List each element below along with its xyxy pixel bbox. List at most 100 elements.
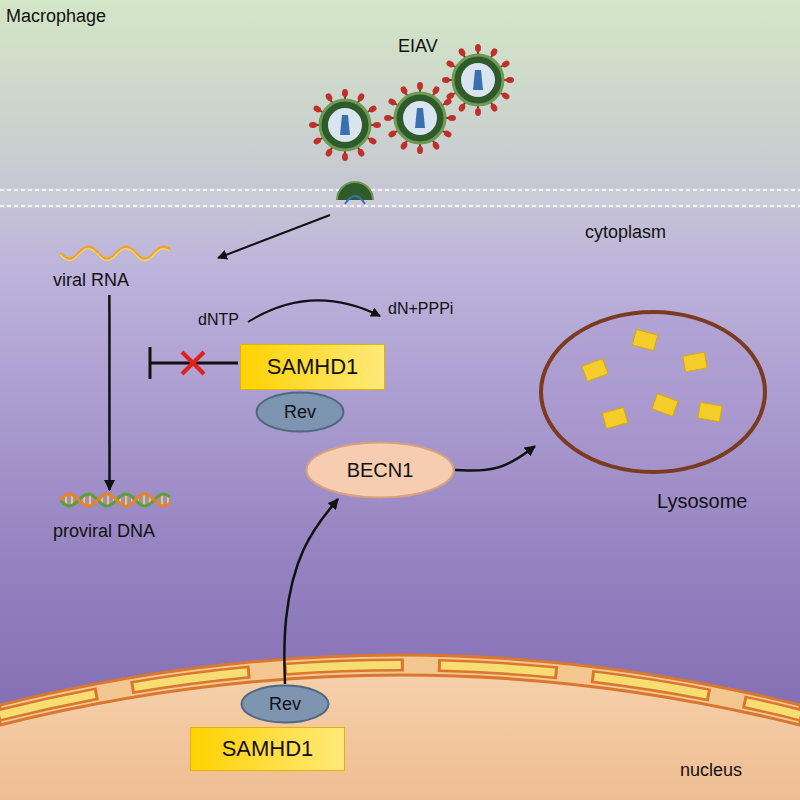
becn1-protein: BECN1	[305, 441, 455, 499]
rev-protein-text: Rev	[284, 402, 316, 423]
spike-head	[324, 92, 333, 102]
spike-head	[506, 77, 514, 83]
base-pair	[143, 494, 145, 506]
samhd1-box-text: SAMHD1	[222, 736, 314, 761]
rev-protein-text: Rev	[269, 694, 301, 715]
virus-envelope	[395, 93, 445, 143]
spike-head	[368, 104, 378, 113]
virus-core	[403, 101, 437, 135]
spike-head	[399, 85, 408, 95]
dna-strand	[60, 494, 170, 506]
virus-core	[328, 108, 362, 142]
spike-head	[387, 97, 397, 106]
proviral-dna-text: proviral DNA	[53, 521, 155, 542]
plasma-membrane	[0, 188, 800, 208]
spike-head	[443, 129, 453, 138]
substrate-label: dNTP	[198, 311, 239, 329]
lysosome-text: Lysosome	[657, 490, 747, 513]
rev-protein-outline	[257, 393, 344, 432]
proviral-dna: proviral DNA	[45, 490, 195, 546]
spike-head	[324, 148, 333, 158]
spike-head	[445, 91, 455, 100]
spike-head	[417, 146, 423, 154]
base-pair	[125, 494, 127, 506]
hydrolysis-arrow	[248, 300, 380, 322]
cell-type-label: Macrophage	[6, 6, 106, 27]
envelope-segment	[0, 665, 800, 715]
degraded-samhd1	[652, 394, 678, 417]
spike-head	[373, 122, 381, 128]
becn1-protein-text: BECN1	[347, 459, 414, 482]
pathway-arrow	[455, 446, 535, 470]
compartment-label: cytoplasm	[585, 222, 666, 243]
rna-highlight	[60, 249, 170, 261]
becn1-protein-outline	[307, 443, 454, 498]
spike-head	[448, 115, 456, 121]
spike-head	[356, 148, 365, 158]
entering-virus	[337, 182, 373, 204]
degraded-samhd1	[698, 402, 722, 422]
virus-capsid	[415, 108, 425, 128]
dna-strand	[60, 494, 170, 506]
spike-head	[417, 82, 423, 90]
membrane-line	[0, 205, 800, 207]
samhd1-box: SAMHD1	[240, 344, 385, 390]
spike-head	[312, 104, 322, 113]
samhd1-box-text: SAMHD1	[267, 354, 359, 379]
spike-head	[457, 103, 466, 113]
spike-head	[475, 44, 481, 52]
lysosome-shape	[535, 300, 780, 515]
compartment-label: nucleus	[680, 760, 742, 781]
rev-protein: Rev	[255, 391, 345, 433]
spike-head	[384, 115, 392, 121]
degraded-samhd1	[602, 407, 627, 428]
virus-label: EIAV	[398, 36, 438, 57]
virus-envelope	[337, 182, 373, 200]
virus-particle	[384, 82, 456, 154]
spike-head	[501, 91, 511, 100]
spike-head	[356, 92, 365, 102]
degraded-samhd1	[582, 359, 608, 382]
cancel-cross	[182, 352, 204, 374]
virus-envelope	[320, 100, 370, 150]
nuclear-envelope	[0, 655, 800, 725]
spike-head	[342, 89, 348, 97]
virus-particle	[442, 44, 514, 116]
product-label: dN+PPPi	[388, 300, 453, 318]
spike-head	[368, 136, 378, 145]
spike-head	[445, 59, 455, 68]
virus-group	[309, 44, 514, 204]
spike-head	[501, 59, 511, 68]
pathway-arrow	[108, 295, 111, 490]
membrane-line	[0, 189, 800, 191]
pathway-arrow	[284, 499, 338, 684]
rev-protein-outline	[242, 686, 329, 723]
virus-envelope	[453, 55, 503, 105]
lysosome-membrane	[541, 312, 765, 472]
spike-head	[489, 103, 498, 113]
spike-head	[431, 85, 440, 95]
spike-head	[489, 47, 498, 57]
spike-head	[309, 122, 317, 128]
nucleus-interior	[0, 655, 800, 800]
virus-capsid	[340, 115, 350, 135]
rev-protein: Rev	[240, 684, 330, 724]
spike-head	[442, 77, 450, 83]
envelope-segment-rim	[0, 665, 800, 715]
degraded-samhd1	[632, 329, 657, 350]
virus-capsid	[345, 196, 365, 204]
samhd1-box: SAMHD1	[190, 727, 345, 771]
spike-head	[387, 129, 397, 138]
spike-head	[342, 153, 348, 161]
virus-core	[461, 63, 495, 97]
degraded-samhd1	[683, 352, 707, 372]
spike-head	[399, 141, 408, 151]
spike-head	[475, 108, 481, 116]
viral-rna: viral RNA	[45, 243, 185, 295]
viral-rna-text: viral RNA	[53, 270, 129, 291]
spike-head	[312, 136, 322, 145]
lysosome: Lysosome	[535, 300, 780, 515]
